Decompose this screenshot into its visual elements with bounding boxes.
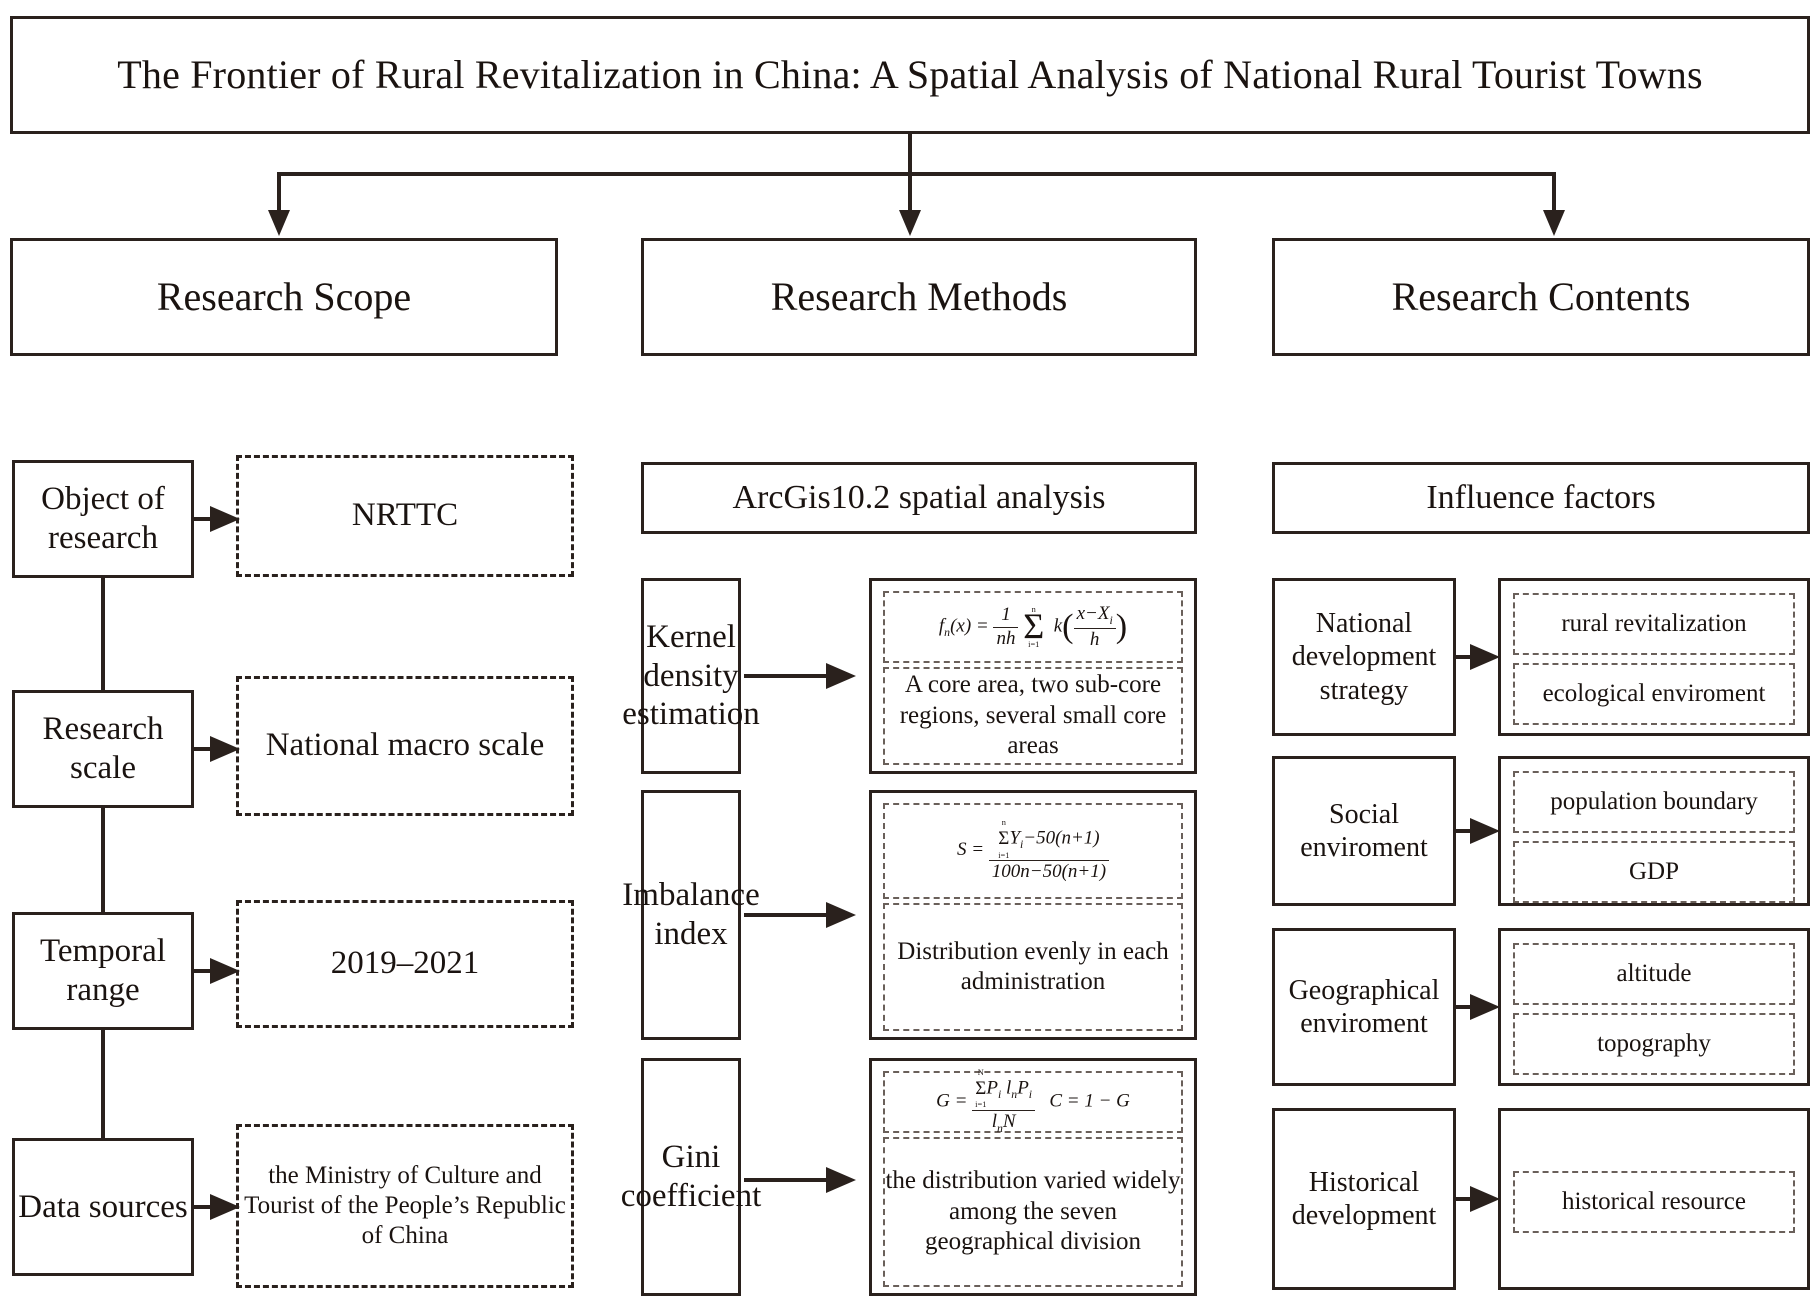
- method-key-gini-coefficient: Gini coefficient: [621, 1058, 761, 1296]
- page-title: The Frontier of Rural Revitalization in …: [10, 16, 1810, 134]
- connector-scope-3: [194, 1205, 224, 1209]
- arrow-right-icon-scope-1: [210, 736, 240, 762]
- method-result-imbalance-index: Distribution evenly in each administrati…: [883, 903, 1183, 1031]
- arrow-right-icon-scope-2: [210, 958, 240, 984]
- connector-method-2: [744, 1178, 838, 1182]
- connector-scope-2: [194, 969, 224, 973]
- connector-bus-horizontal: [279, 172, 1556, 176]
- method-key-imbalance-index: Imbalance index: [622, 790, 760, 1040]
- connector-branch-contents: [1552, 172, 1556, 214]
- method-result-kernel-density: A core area, two sub-core regions, sever…: [883, 667, 1183, 765]
- arrow-right-icon-factor-0: [1470, 644, 1500, 670]
- arrow-right-icon-scope-0: [210, 506, 240, 532]
- arrow-down-icon-scope: [268, 210, 290, 236]
- connector-branch-scope: [277, 172, 281, 214]
- connector-scope-spine-1: [101, 808, 105, 912]
- method-key-kernel-density-estimation: Kernel density estimation: [622, 578, 760, 774]
- arrow-right-icon-method-0: [826, 663, 856, 689]
- column-header-research-methods: Research Methods: [641, 238, 1197, 356]
- scope-value-data-sources: the Ministry of Culture and Tourist of t…: [236, 1124, 574, 1288]
- method-result-gini-coefficient: the distribution varied widely among the…: [883, 1137, 1183, 1287]
- arrow-down-icon-contents: [1543, 210, 1565, 236]
- connector-scope-1: [194, 747, 224, 751]
- scope-key-object-of-research: Object of research: [12, 460, 194, 578]
- column-header-research-contents: Research Contents: [1272, 238, 1810, 356]
- arrow-right-icon-scope-3: [210, 1194, 240, 1220]
- factor-value-topography: topography: [1513, 1013, 1795, 1075]
- factor-key-national-development-strategy: National development strategy: [1272, 578, 1456, 736]
- connector-scope-spine-2: [101, 1030, 105, 1138]
- factor-value-rural-revitalization: rural revitalization: [1513, 593, 1795, 655]
- connector-method-0: [744, 674, 838, 678]
- scope-key-temporal-range: Temporal range: [12, 912, 194, 1030]
- connector-method-1: [744, 913, 838, 917]
- factor-value-altitude: altitude: [1513, 943, 1795, 1005]
- factor-key-social-enviroment: Social enviroment: [1272, 756, 1456, 906]
- connector-branch-methods: [908, 172, 912, 214]
- arrow-right-icon-factor-2: [1470, 994, 1500, 1020]
- column-header-research-scope: Research Scope: [10, 238, 558, 356]
- connector-scope-0: [194, 517, 224, 521]
- scope-value-research-scale: National macro scale: [236, 676, 574, 816]
- factor-value-population-boundary: population boundary: [1513, 771, 1795, 833]
- connector-scope-spine-0: [101, 578, 105, 690]
- arrow-down-icon-methods: [899, 210, 921, 236]
- factor-value-gdp: GDP: [1513, 841, 1795, 903]
- scope-key-research-scale: Research scale: [12, 690, 194, 808]
- scope-value-temporal-range: 2019–2021: [236, 900, 574, 1028]
- arrow-right-icon-method-1: [826, 902, 856, 928]
- arrow-right-icon-method-2: [826, 1167, 856, 1193]
- factor-key-historical-development: Historical development: [1272, 1108, 1456, 1290]
- factor-output-historical-development: historical resource: [1498, 1108, 1810, 1290]
- factor-value-historical-resource: historical resource: [1513, 1171, 1795, 1233]
- methods-tool-arcgis: ArcGis10.2 spatial analysis: [641, 462, 1197, 534]
- arrow-right-icon-factor-1: [1470, 818, 1500, 844]
- factor-value-ecological-enviroment: ecological enviroment: [1513, 663, 1795, 725]
- factor-output-social-enviroment: population boundary GDP: [1498, 756, 1810, 906]
- factor-output-national-development-strategy: rural revitalization ecological envirome…: [1498, 578, 1810, 736]
- connector-title-down: [908, 134, 912, 174]
- scope-key-data-sources: Data sources: [12, 1138, 194, 1276]
- arrow-right-icon-factor-3: [1470, 1186, 1500, 1212]
- factor-key-geographical-enviroment: Geographical enviroment: [1272, 928, 1456, 1086]
- contents-header-influence-factors: Influence factors: [1272, 462, 1810, 534]
- factor-output-geographical-enviroment: altitude topography: [1498, 928, 1810, 1086]
- scope-value-object-of-research: NRTTC: [236, 455, 574, 577]
